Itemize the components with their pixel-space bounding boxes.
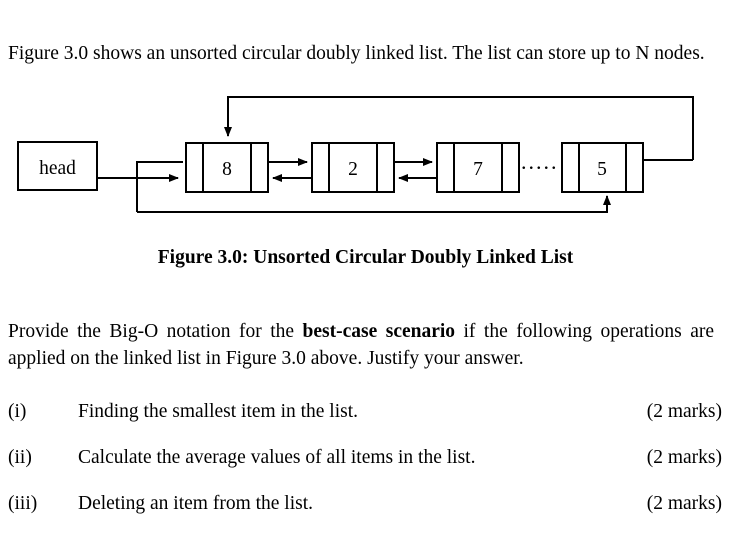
head-box [17, 141, 98, 191]
question-text-ii: Calculate the average values of all item… [78, 447, 476, 468]
node-5: 5 [561, 142, 644, 193]
question-text-i: Finding the smallest item in the list. [78, 401, 359, 422]
question-label-iii: (iii) [8, 493, 38, 514]
head-to-tail-bottom-link [137, 195, 611, 213]
question-item-iii: (iii) Deleting an item from the list. (2… [8, 492, 722, 538]
question-marks-ii: (2 marks) [646, 447, 722, 468]
intro-paragraph: Figure 3.0 shows an unsorted circular do… [8, 42, 705, 64]
prompt-paragraph: Provide the Big-O notation for the best-… [8, 318, 714, 372]
node-5-value: 5 [597, 159, 607, 180]
head-label: head [39, 158, 76, 179]
diagram-canvas: head 8 [17, 96, 694, 213]
node-2: 2 [311, 142, 395, 193]
node-8-box [185, 142, 269, 193]
node-7-value: 7 [473, 159, 483, 180]
question-label-ii: (ii) [8, 447, 32, 468]
node-2-box [311, 142, 395, 193]
node-7: 7 [436, 142, 520, 193]
ellipsis-label: ..... [521, 149, 559, 174]
figure-caption: Figure 3.0: Unsorted Circular Doubly Lin… [157, 247, 574, 268]
node-8: 8 [185, 142, 269, 193]
node-2-value: 2 [348, 159, 358, 180]
head-pointer-riser [136, 161, 183, 178]
linked-list-diagram: head 8 [0, 84, 731, 229]
question-label-i: (i) [8, 401, 27, 422]
question-item-ii: (ii) Calculate the average values of all… [8, 446, 722, 492]
question-text-iii: Deleting an item from the list. [78, 493, 314, 514]
node-7-box [436, 142, 520, 193]
question-marks-i: (2 marks) [646, 401, 722, 422]
question-list: (i) Finding the smallest item in the lis… [8, 400, 722, 538]
prompt-text-after: if the following operations are applied … [8, 320, 714, 369]
node-8-value: 8 [222, 159, 232, 180]
prompt-emphasis: best-case scenario [302, 320, 456, 342]
prompt-text-before: Provide the Big-O notation for the [8, 320, 303, 342]
question-marks-iii: (2 marks) [646, 493, 722, 514]
node-5-box [561, 142, 644, 193]
tail-to-head-top-link [224, 96, 694, 160]
question-item-i: (i) Finding the smallest item in the lis… [8, 400, 722, 446]
